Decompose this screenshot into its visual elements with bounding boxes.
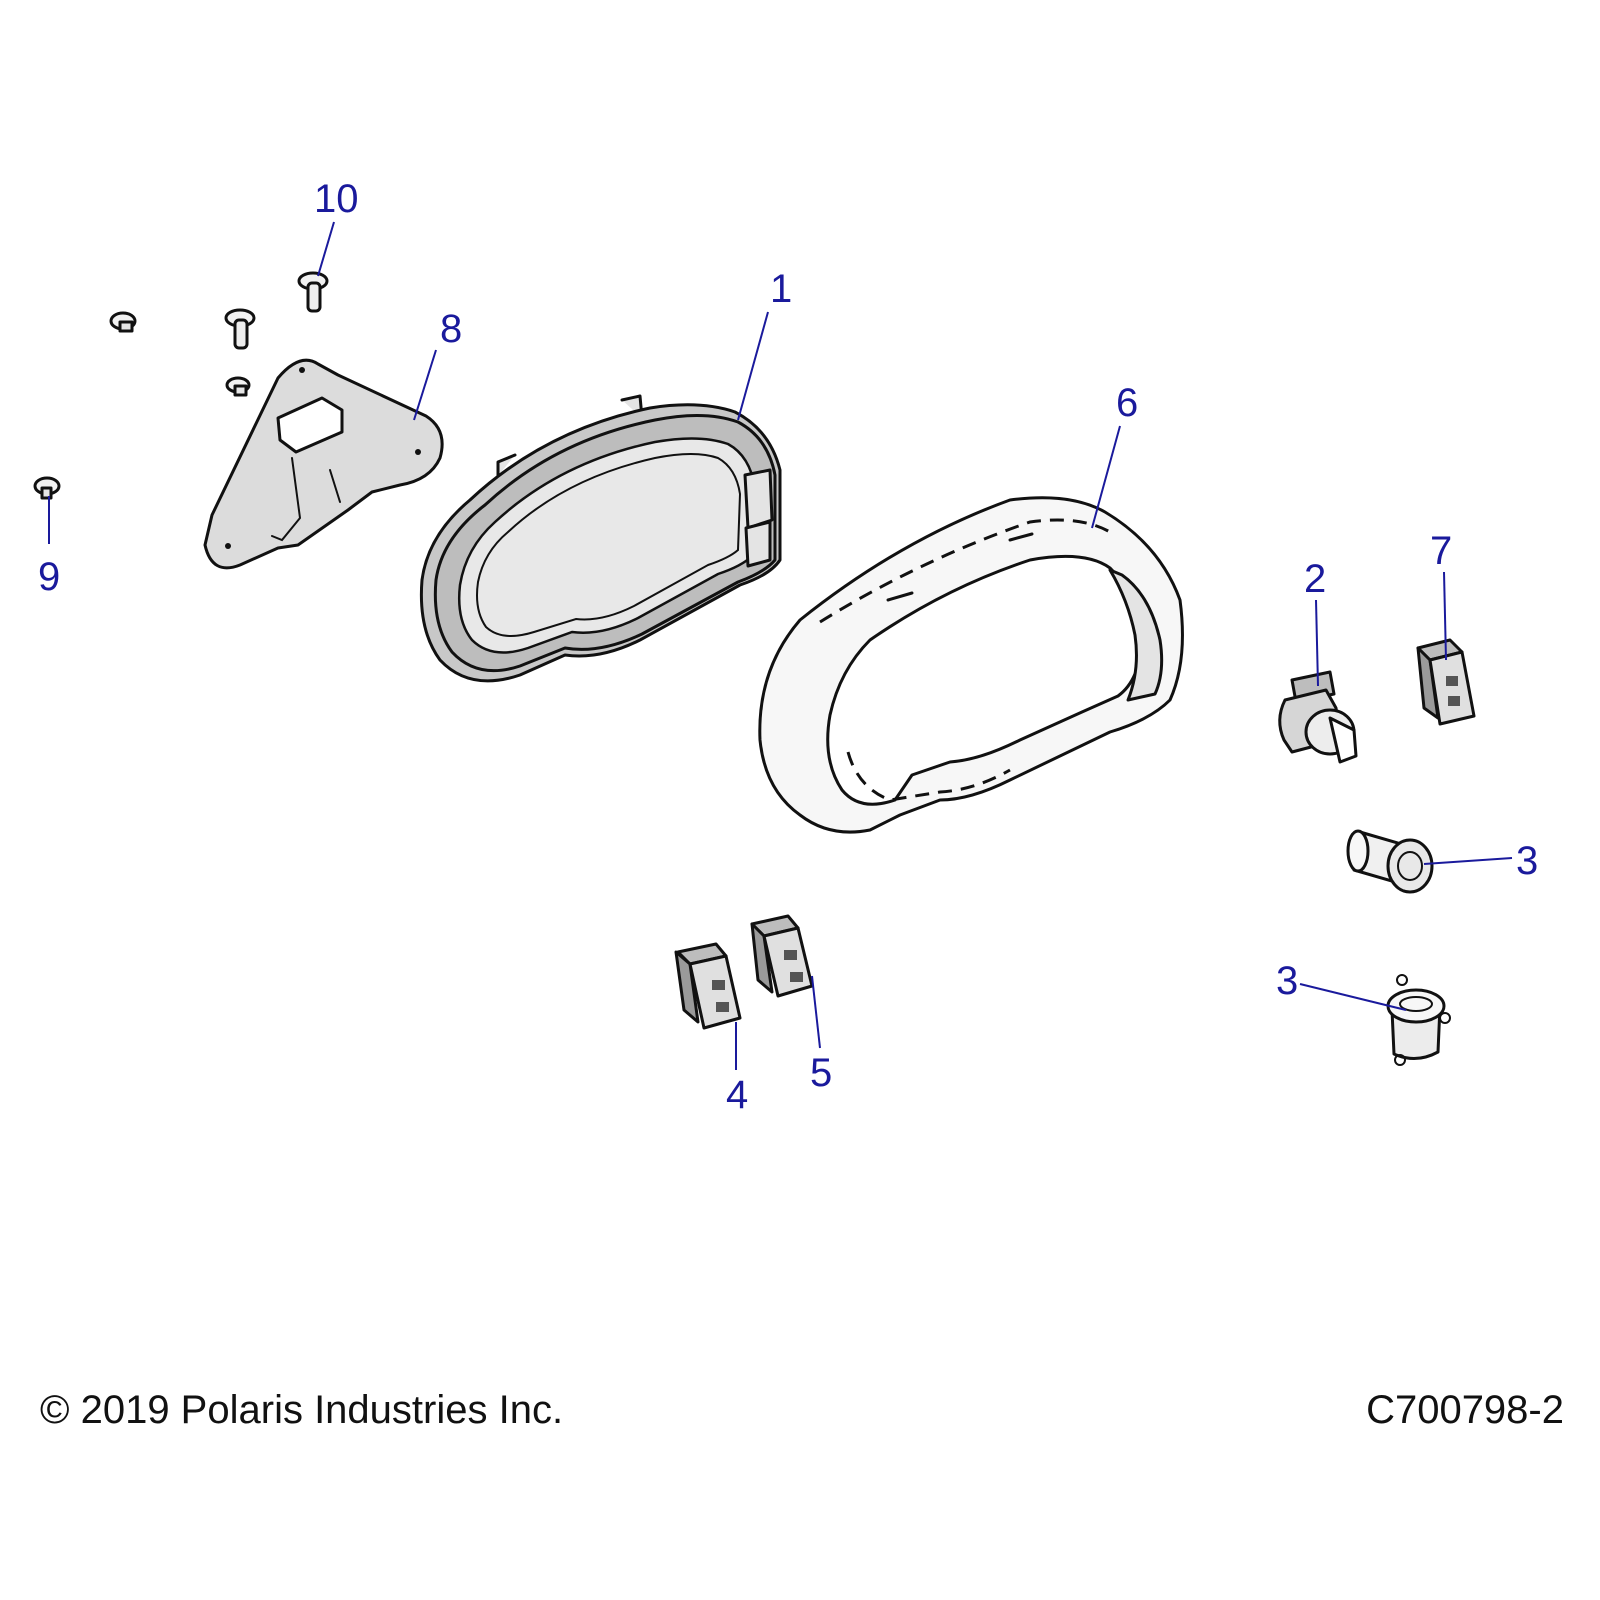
cluster-bezel-part-6 — [758, 496, 1184, 834]
instrument-cluster-part-1 — [419, 394, 782, 683]
callout-7: 7 — [1430, 529, 1452, 573]
callout-6: 6 — [1116, 381, 1138, 425]
power-socket-part-3-upper — [1346, 829, 1434, 894]
mounting-bracket-part-8 — [203, 358, 444, 570]
drawing-number: C700798-2 — [1366, 1388, 1564, 1432]
callout-4: 4 — [726, 1073, 748, 1117]
leader-2 — [1315, 599, 1319, 687]
leader-5 — [811, 975, 821, 1049]
leader-8 — [413, 349, 437, 421]
power-socket-part-3-lower — [1386, 974, 1451, 1066]
rocker-switch-part-5 — [750, 914, 814, 998]
bolt-part-10 — [297, 271, 329, 313]
leader-6 — [1091, 425, 1121, 529]
leader-10 — [317, 221, 335, 277]
leader-1 — [737, 311, 769, 421]
leader-3-lower — [1299, 983, 1407, 1011]
callout-10: 10 — [314, 177, 359, 221]
screw-upper-left — [109, 311, 137, 333]
rocker-switch-part-4 — [674, 942, 742, 1030]
callout-3-upper: 3 — [1516, 839, 1538, 883]
callout-9: 9 — [38, 555, 60, 599]
rocker-switch-part-7 — [1416, 638, 1476, 726]
screw-middle — [225, 376, 251, 397]
copyright-notice: © 2019 Polaris Industries Inc. — [40, 1388, 564, 1432]
callout-1: 1 — [770, 267, 792, 311]
callout-3-lower: 3 — [1276, 959, 1298, 1003]
bolt-lower — [224, 308, 256, 350]
callout-5: 5 — [810, 1051, 832, 1095]
screw-part-9 — [33, 476, 61, 500]
leader-3-upper — [1423, 857, 1513, 865]
callout-8: 8 — [440, 307, 462, 351]
leader-7 — [1443, 571, 1447, 661]
callout-2: 2 — [1304, 557, 1326, 601]
